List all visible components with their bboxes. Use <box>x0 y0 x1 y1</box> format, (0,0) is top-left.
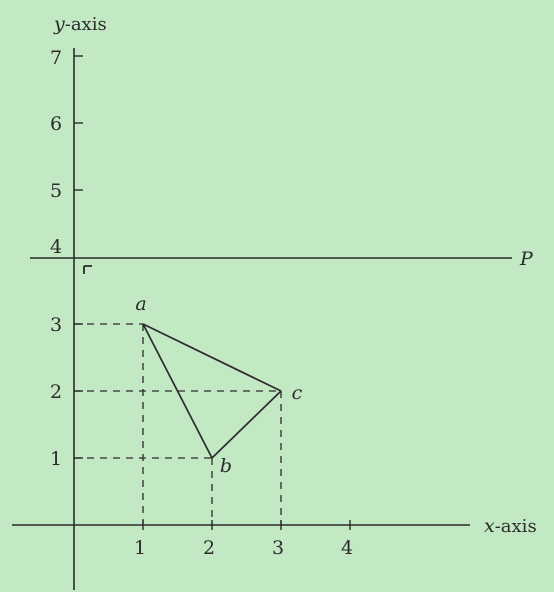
y-tick-label: 4 <box>50 236 62 258</box>
x-axis-title-var: x <box>484 515 495 537</box>
y-tick-label: 1 <box>50 448 62 470</box>
x-tick-label: 3 <box>272 537 284 559</box>
y-axis-title-suffix: -axis <box>65 14 107 35</box>
axis-tick-labels: 1 2 3 4 5 6 7 1 2 3 4 <box>50 47 353 559</box>
vertex-label-a: a <box>135 293 146 315</box>
y-axis-title: y-axis <box>53 13 107 35</box>
y-tick-label: 2 <box>50 381 62 403</box>
dashed-guides <box>74 323 282 525</box>
line-p-label: P <box>519 248 534 270</box>
edge-ab <box>142 323 213 459</box>
vertex-label-c: c <box>292 382 303 404</box>
triangle-abc <box>142 323 282 459</box>
y-tick-label: 6 <box>50 113 62 135</box>
vertex-label-b: b <box>220 455 232 477</box>
right-angle-mark <box>83 265 92 274</box>
x-axis-title: x-axis <box>484 515 537 537</box>
x-tick-label: 4 <box>341 537 353 559</box>
edge-ca <box>142 323 282 392</box>
x-tick-label: 1 <box>134 537 146 559</box>
x-tick-label: 2 <box>203 537 215 559</box>
y-tick-label: 5 <box>50 180 62 202</box>
edge-bc <box>211 390 282 459</box>
x-axis-title-suffix: -axis <box>495 516 537 537</box>
y-axis-title-var: y <box>53 13 65 35</box>
vertex-labels: a b c <box>135 293 302 477</box>
y-tick-label: 7 <box>50 47 62 69</box>
y-tick-label: 3 <box>50 314 62 336</box>
